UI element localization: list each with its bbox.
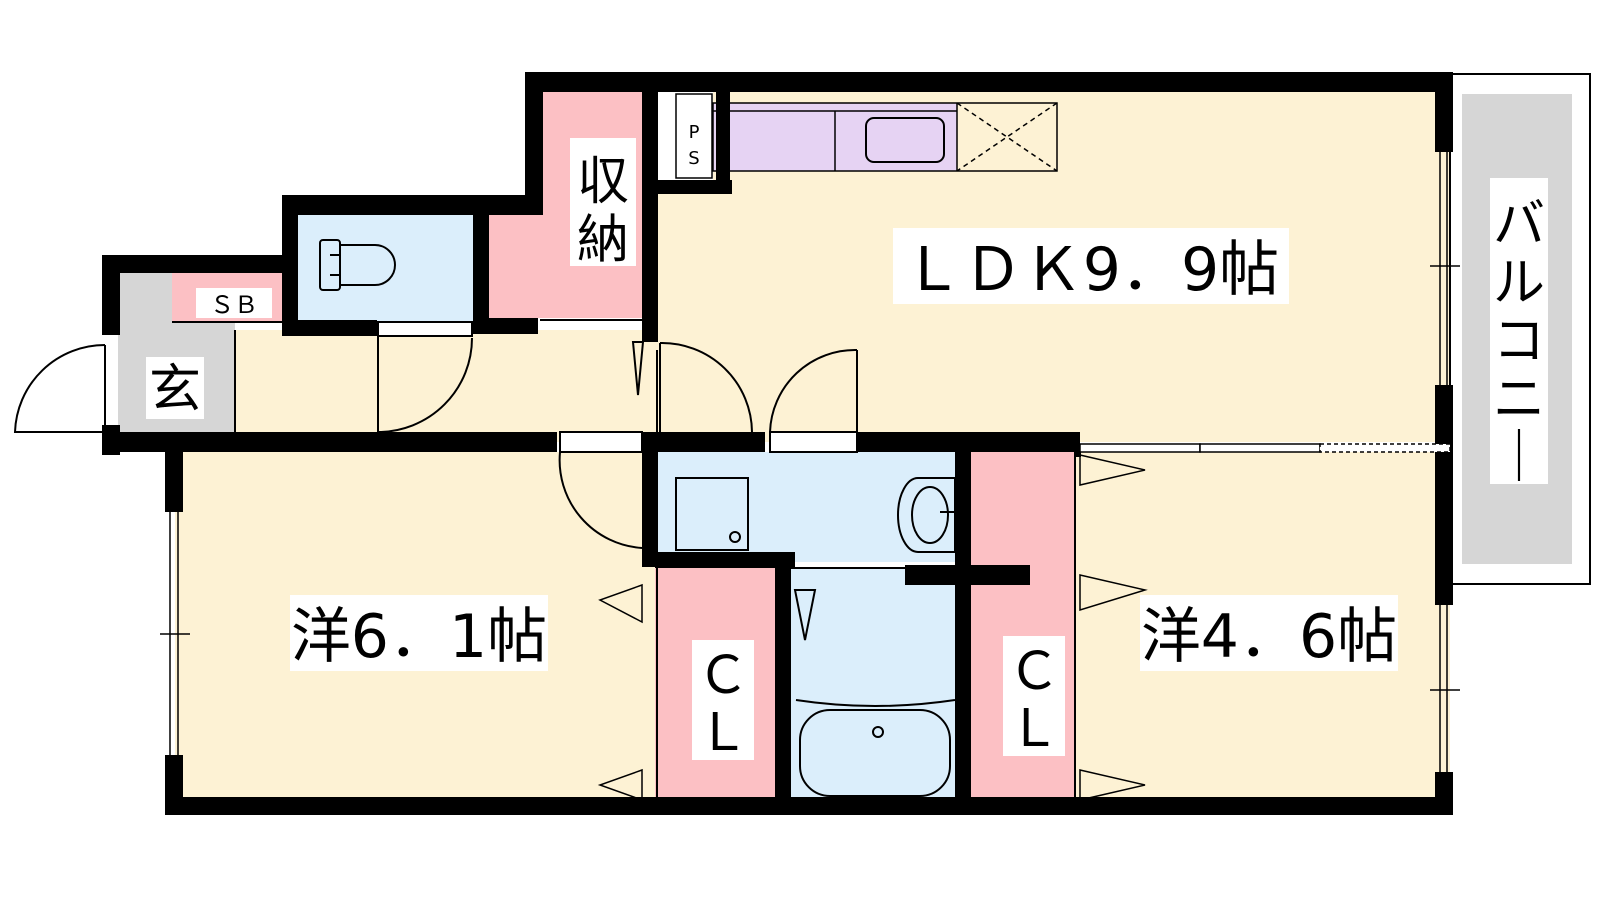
western-small-label-bg xyxy=(1140,595,1398,671)
toilet-room-floor xyxy=(296,212,474,322)
bathtub-icon xyxy=(795,699,956,797)
closet-right-label-bottom: Ｌ xyxy=(1008,699,1060,759)
closet-left-label-top: Ｃ xyxy=(697,646,749,706)
balcony-label-bg xyxy=(1490,178,1548,484)
kitchen-counter-lines xyxy=(712,102,1058,172)
walls xyxy=(102,72,1453,815)
toilet-icon xyxy=(319,239,397,291)
storage-label: 収納 xyxy=(577,152,629,270)
closet-right-label-bg xyxy=(1003,636,1065,756)
shoe-box-label-bg xyxy=(196,288,272,318)
western-large-label: 洋6．1帖 xyxy=(291,602,547,672)
pipe-space-outline xyxy=(675,93,713,179)
ldk-label: ＬＤＫ9．9帖 xyxy=(903,235,1279,305)
pipe-space-floor xyxy=(655,90,713,190)
washroom-floor xyxy=(655,452,955,562)
entrance-label: 玄 xyxy=(149,360,201,420)
western-small-label: 洋4．6帖 xyxy=(1141,602,1397,672)
thin-partitions xyxy=(172,319,1076,800)
washbasin-icon xyxy=(897,477,956,553)
shoe-box-label: ＳＢ xyxy=(210,291,258,319)
balcony-outline xyxy=(1449,73,1591,585)
ldk-label-bg xyxy=(893,228,1289,304)
pipe-space-label-bottom: S xyxy=(688,148,699,169)
closet-left-label-bottom: Ｌ xyxy=(697,703,749,763)
washing-machine-pan-icon xyxy=(675,477,749,551)
storage-label-bg xyxy=(570,138,636,266)
windows xyxy=(160,152,1460,772)
entrance-label-bg xyxy=(146,357,204,419)
balcony-label: バルコニ｜ xyxy=(1493,195,1545,488)
bathroom-floor xyxy=(775,568,955,800)
kitchen-sink-icon xyxy=(865,117,945,163)
sliding-door xyxy=(1079,443,1451,453)
pipe-space-label-top: P xyxy=(689,122,700,143)
western-large-label-bg xyxy=(290,595,548,671)
closet-left-label-bg xyxy=(692,640,754,760)
closet-right-label-top: Ｃ xyxy=(1008,642,1060,702)
closet-doors xyxy=(597,454,1148,802)
hallway-floor xyxy=(235,330,655,442)
doors xyxy=(13,321,858,641)
